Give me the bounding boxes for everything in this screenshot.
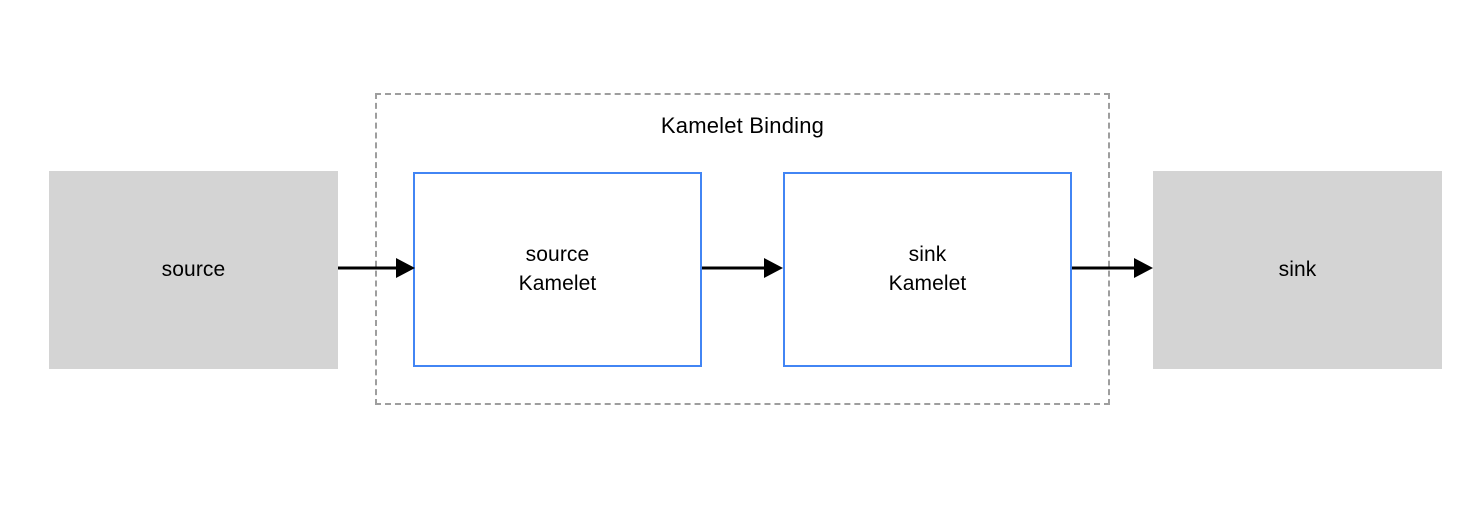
node-source-kamelet[interactable]: source Kamelet	[413, 172, 702, 367]
node-source-external-label: source	[161, 257, 226, 281]
node-source-kamelet-label: source Kamelet	[518, 242, 597, 295]
node-sink-external-label: sink	[1278, 257, 1317, 281]
node-source-external[interactable]: source	[49, 171, 338, 369]
kamelet-binding-group-label: Kamelet Binding	[660, 113, 825, 138]
kamelet-binding-group: Kamelet Binding	[375, 93, 1110, 405]
node-sink-external[interactable]: sink	[1153, 171, 1442, 369]
node-sink-kamelet-label: sink Kamelet	[888, 242, 967, 295]
node-sink-kamelet[interactable]: sink Kamelet	[783, 172, 1072, 367]
